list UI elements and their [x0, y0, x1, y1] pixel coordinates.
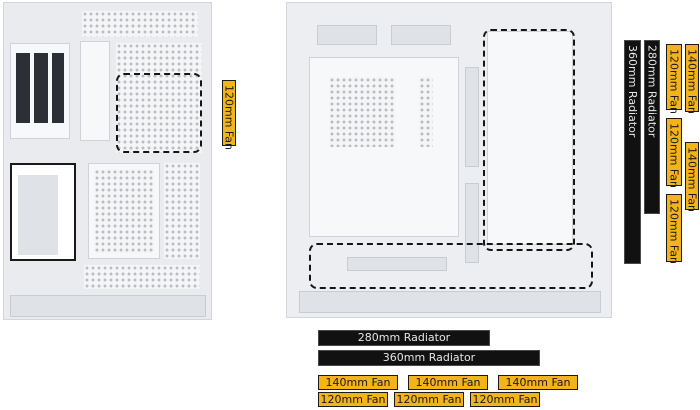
cable-cover [465, 67, 479, 167]
case-front-view [286, 2, 612, 318]
front-fan-140-label: 140mm Fan [685, 44, 699, 112]
top-bracket [317, 25, 377, 45]
front-radiator-360-label: 360mm Radiator [624, 40, 641, 264]
rear-fan-120-label: 120mm Fan [222, 80, 236, 146]
case-rear-view [3, 2, 212, 320]
rear-io-port [34, 53, 48, 123]
bottom-fan-140-label: 140mm Fan [318, 375, 398, 390]
rear-io-port [16, 53, 30, 123]
front-fan-120-label: 120mm Fan [666, 118, 682, 186]
front-radiator-outline [483, 29, 575, 251]
top-bracket [391, 25, 451, 45]
cable-holes [419, 77, 433, 147]
case-base [10, 295, 206, 317]
front-radiator-280-label: 280mm Radiator [644, 40, 660, 214]
bottom-radiator-280-label: 280mm Radiator [318, 330, 490, 346]
case-base [299, 291, 601, 313]
cpu-cutout-mesh [329, 77, 395, 147]
top-mesh-vent [82, 11, 198, 37]
cable-cutout [80, 41, 110, 141]
side-vent-strip [164, 163, 200, 259]
psu-shroud [347, 257, 447, 271]
rear-io-port [52, 53, 64, 123]
bottom-mesh-vent [84, 265, 200, 289]
front-fan-140-label: 140mm Fan [685, 142, 699, 210]
pci-slot-vents [94, 169, 154, 253]
front-fan-120-label: 120mm Fan [666, 194, 682, 262]
bottom-fan-140-label: 140mm Fan [498, 375, 578, 390]
fan-zone-outline [116, 73, 202, 153]
front-fan-120-label: 120mm Fan [666, 44, 682, 110]
psu-bay [18, 175, 58, 255]
bottom-fan-140-label: 140mm Fan [408, 375, 488, 390]
bottom-fan-120-label: 120mm Fan [470, 392, 540, 407]
bottom-radiator-360-label: 360mm Radiator [318, 350, 540, 366]
bottom-fan-120-label: 120mm Fan [318, 392, 388, 407]
bottom-fan-120-label: 120mm Fan [394, 392, 464, 407]
